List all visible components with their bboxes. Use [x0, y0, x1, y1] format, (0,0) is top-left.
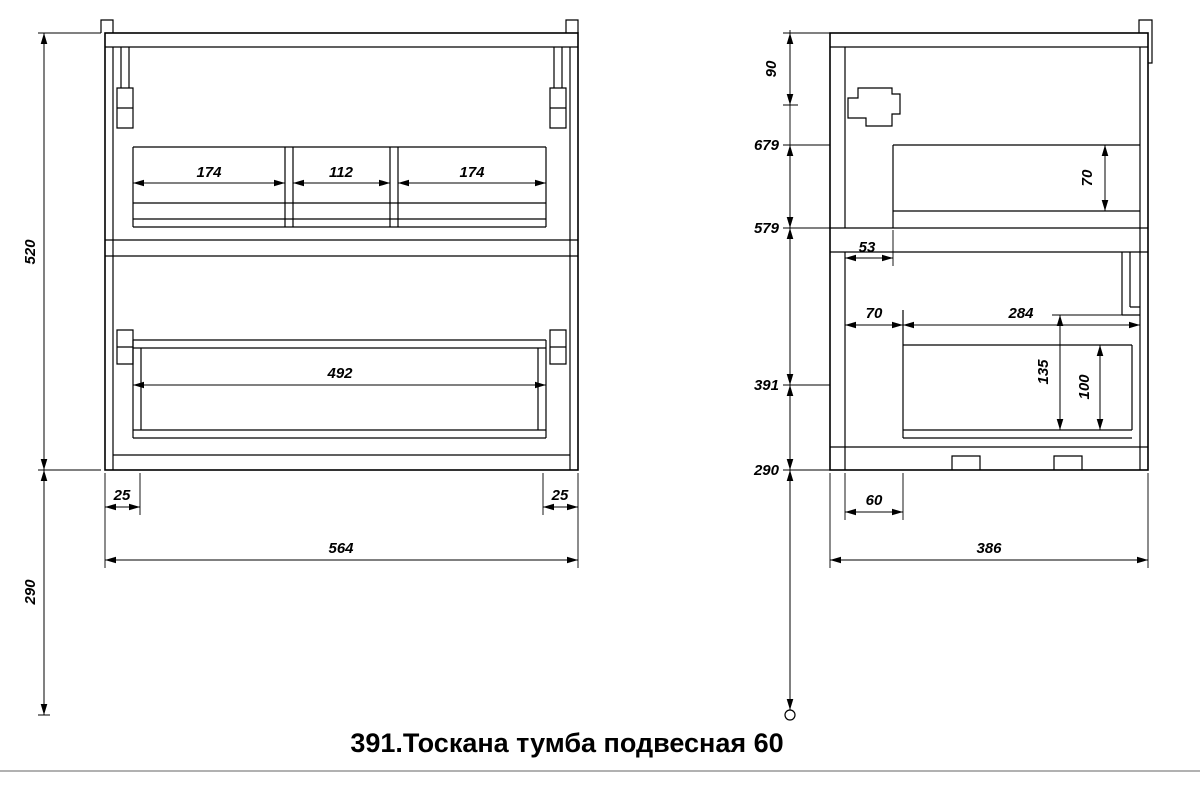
dim-label-70-vertical: 70	[1079, 169, 1096, 186]
dim-label-112: 112	[329, 164, 354, 181]
side-upper-drawer	[892, 144, 1140, 228]
dim-label-290-side: 290	[753, 462, 780, 479]
front-view-dimensions	[38, 32, 579, 716]
front-panels	[105, 46, 578, 470]
front-upper-drawer-frame	[132, 146, 547, 228]
dim-label-53: 53	[859, 239, 876, 256]
drawing-title: 391.Тоскана тумба подвесная 60	[350, 728, 783, 758]
dim-label-679: 679	[754, 137, 780, 154]
side-panels	[830, 46, 1148, 470]
side-drain-cutout	[847, 87, 901, 127]
dim-label-90: 90	[763, 60, 780, 77]
front-upper-slide-brackets	[116, 47, 567, 129]
dim-label-25-left: 25	[113, 487, 131, 504]
side-extension-lines	[783, 32, 1149, 568]
side-view	[829, 19, 1153, 471]
side-lower-drawer	[902, 310, 1133, 439]
dim-label-60: 60	[866, 492, 883, 509]
dim-label-391: 391	[754, 377, 779, 394]
side-view-dimensions	[783, 30, 1149, 721]
front-lower-drawer-frame	[132, 339, 547, 439]
front-view	[100, 19, 579, 471]
dim-label-492: 492	[326, 365, 353, 382]
dim-label-284: 284	[1007, 305, 1034, 322]
dim-label-579: 579	[754, 220, 780, 237]
dim-label-386: 386	[976, 540, 1002, 557]
front-cabinet-outline	[104, 32, 579, 471]
dim-label-135: 135	[1035, 359, 1052, 385]
dim-label-290-front: 290	[22, 579, 39, 606]
dim-label-25-right: 25	[551, 487, 569, 504]
front-hanging-tabs	[100, 19, 579, 33]
side-view-labels: 90 679 579 391 290 53 70 70 284 135 100 …	[753, 60, 1096, 557]
dim-label-174-right: 174	[459, 164, 485, 181]
side-back-rail	[1121, 252, 1140, 316]
dim-label-70-horizontal: 70	[866, 305, 883, 322]
dim-label-100: 100	[1076, 374, 1093, 400]
front-view-labels: 174 112 174 492 25 25 564 520 290	[22, 164, 569, 606]
dim-label-174-left: 174	[196, 164, 222, 181]
dim-label-564: 564	[328, 540, 354, 557]
side-back-bracket	[1138, 19, 1153, 64]
side-bottom-notches	[951, 455, 1083, 470]
dim-label-520: 520	[22, 239, 39, 265]
front-extension-lines	[38, 32, 579, 716]
front-lower-slide-brackets	[116, 329, 567, 365]
floor-reference-point	[784, 709, 796, 721]
